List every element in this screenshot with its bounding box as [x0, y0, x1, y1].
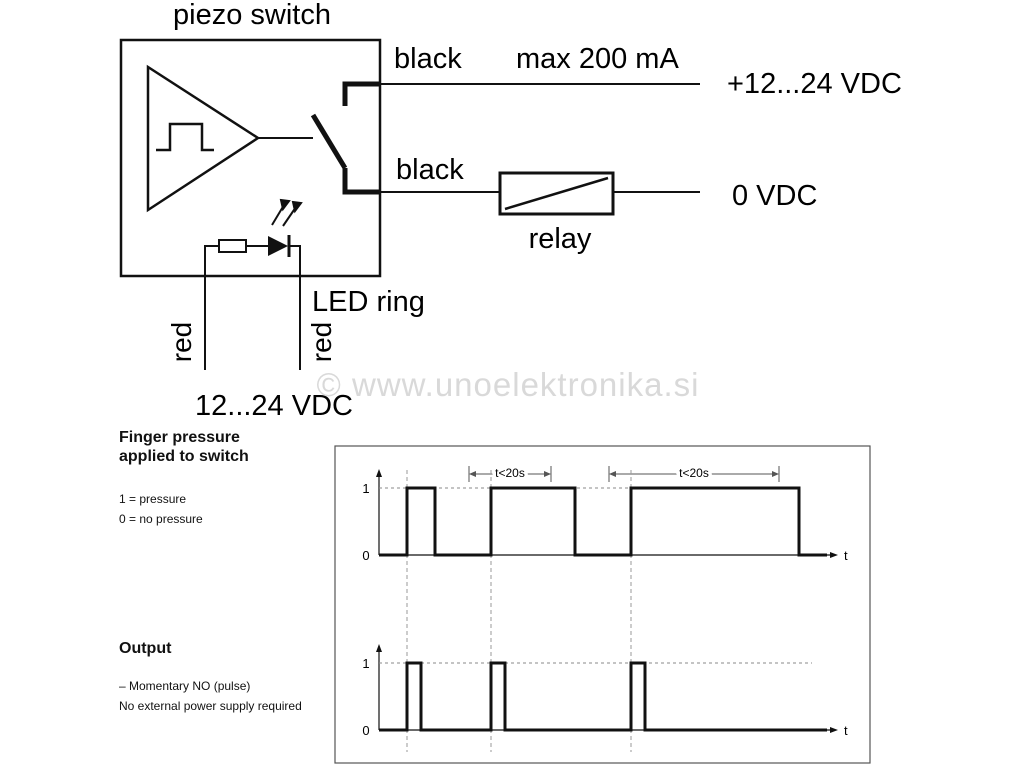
input-level-low: 0: [362, 548, 369, 563]
input-title-line1: Finger pressure: [119, 429, 240, 446]
duration-arrow-right-1-icon: [544, 471, 551, 477]
duration-arrow-left-2-icon: [609, 471, 616, 477]
wire-top-label: black: [394, 43, 462, 75]
circuit-title: piezo switch: [173, 0, 331, 31]
output-y-arrow-icon: [376, 644, 382, 652]
supply-label: +12...24 VDC: [727, 68, 902, 100]
led-left-wire: [204, 245, 219, 370]
led-resistor: [218, 239, 247, 253]
switch-top-contact: [342, 81, 380, 106]
input-title-line2: applied to switch: [119, 448, 249, 465]
duration-label-2: t<20s: [679, 466, 709, 480]
output-level-low: 0: [362, 723, 369, 738]
red-right-label: red: [306, 322, 337, 362]
duration-arrow-right-2-icon: [772, 471, 779, 477]
input-time-axis-label: t: [844, 548, 848, 563]
output-time-axis-label: t: [844, 723, 848, 738]
relay-coil: [498, 171, 615, 216]
timing-chart-frame: [334, 445, 871, 764]
relay-diagonal: [504, 176, 609, 211]
input-title: Finger pressure applied to switch: [119, 428, 249, 466]
output-note-2: No external power supply required: [119, 699, 302, 713]
output-signal-trace: [379, 661, 827, 732]
duration-label-1: t<20s: [495, 466, 525, 480]
led-right-wire: [289, 245, 301, 370]
led-label: LED ring: [312, 286, 425, 318]
duration-arrow-left-1-icon: [469, 471, 476, 477]
switch-housing: [119, 38, 382, 278]
switch-bottom-contact: [342, 168, 380, 195]
switch-blade: [310, 113, 348, 170]
red-left-label: red: [166, 322, 197, 362]
output-note-1: – Momentary NO (pulse): [119, 679, 251, 693]
current-label: max 200 mA: [516, 43, 679, 75]
light-emission-icon: [271, 198, 303, 227]
output-x-arrow-icon: [830, 727, 838, 733]
relay-label: relay: [529, 223, 592, 255]
led-supply-label: 12...24 VDC: [195, 390, 353, 422]
pulse-symbol-icon: [156, 122, 214, 152]
output-notes: – Momentary NO (pulse) No external power…: [119, 676, 302, 716]
wire-bottom-label: black: [396, 154, 464, 186]
watermark: © www.unoelektronika.si: [317, 366, 700, 403]
input-y-arrow-icon: [376, 469, 382, 477]
input-level-high: 1: [362, 481, 369, 496]
input-x-arrow-icon: [830, 552, 838, 558]
input-legend-0: 0 = no pressure: [119, 512, 203, 526]
input-legend: 1 = pressure 0 = no pressure: [119, 489, 203, 529]
event-guides: [406, 470, 632, 752]
amplifier-triangle: [146, 64, 261, 213]
input-signal-trace: [379, 486, 827, 557]
output-level-high: 1: [362, 656, 369, 671]
led-diode-icon: [268, 236, 288, 256]
output-title: Output: [119, 640, 172, 657]
ground-label: 0 VDC: [732, 180, 817, 212]
input-legend-1: 1 = pressure: [119, 492, 187, 506]
